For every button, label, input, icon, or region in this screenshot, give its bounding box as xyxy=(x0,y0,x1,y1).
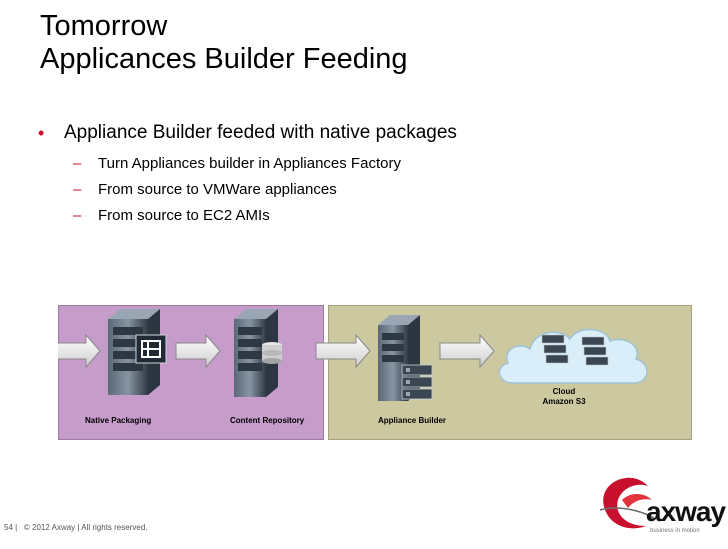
bullet-list: • Appliance Builder feeded with native p… xyxy=(32,122,457,229)
slide-title: Tomorrow Applicances Builder Feeding xyxy=(40,10,408,76)
title-line-2: Applicances Builder Feeding xyxy=(40,43,408,75)
cloud-label: Cloud Amazon S3 xyxy=(534,387,594,407)
cloud-label-line-1: Cloud xyxy=(552,387,576,396)
bullet-item: • Appliance Builder feeded with native p… xyxy=(32,122,457,144)
dash-icon: – xyxy=(73,155,82,172)
arrow-icon xyxy=(315,333,371,369)
sub-bullet-item: – From source to EC2 AMIs xyxy=(73,203,457,229)
native-packaging-label: Native Packaging xyxy=(85,416,152,425)
bullet-marker-icon: • xyxy=(38,122,45,143)
sub-bullet-item: – Turn Appliances builder in Appliances … xyxy=(73,151,457,177)
sub-bullet-text: Turn Appliances builder in Appliances Fa… xyxy=(98,155,401,172)
appliance-builder-label: Appliance Builder xyxy=(378,416,447,425)
footer-separator: | xyxy=(15,523,22,532)
slide-footer: 54 | © 2012 Axway | All rights reserved. xyxy=(4,523,148,532)
arrow-icon xyxy=(175,333,221,369)
logo-word: axway xyxy=(646,496,726,527)
dash-icon: – xyxy=(73,207,82,224)
packaging-panel xyxy=(58,305,324,440)
copyright-text: © 2012 Axway | All rights reserved. xyxy=(23,523,148,532)
page-number: 54 xyxy=(4,523,13,532)
sub-bullet-text: From source to EC2 AMIs xyxy=(98,207,270,224)
arrow-icon xyxy=(439,333,495,369)
cloud-icon xyxy=(498,328,648,384)
axway-logo: axway business in motion xyxy=(596,470,726,544)
bullet-text: Appliance Builder feeded with native pac… xyxy=(64,122,457,143)
swoosh-icon xyxy=(599,477,655,529)
title-line-1: Tomorrow xyxy=(40,10,168,42)
diagram-graphics xyxy=(58,309,648,401)
builder-server-icon xyxy=(378,315,433,401)
sub-bullet-item: – From source to VMWare appliances xyxy=(73,177,457,203)
packaging-server-icon xyxy=(108,309,167,395)
sub-bullet-list: – Turn Appliances builder in Appliances … xyxy=(32,151,457,229)
cloud-label-line-2: Amazon S3 xyxy=(542,397,586,406)
repository-server-icon xyxy=(234,309,282,397)
workflow-diagram: Native Packaging Content Repository Appl… xyxy=(58,305,692,440)
content-repository-label: Content Repository xyxy=(230,416,305,425)
logo-tagline: business in motion xyxy=(650,528,700,534)
sub-bullet-text: From source to VMWare appliances xyxy=(98,181,337,198)
arrow-icon xyxy=(58,333,101,369)
dash-icon: – xyxy=(73,181,82,198)
